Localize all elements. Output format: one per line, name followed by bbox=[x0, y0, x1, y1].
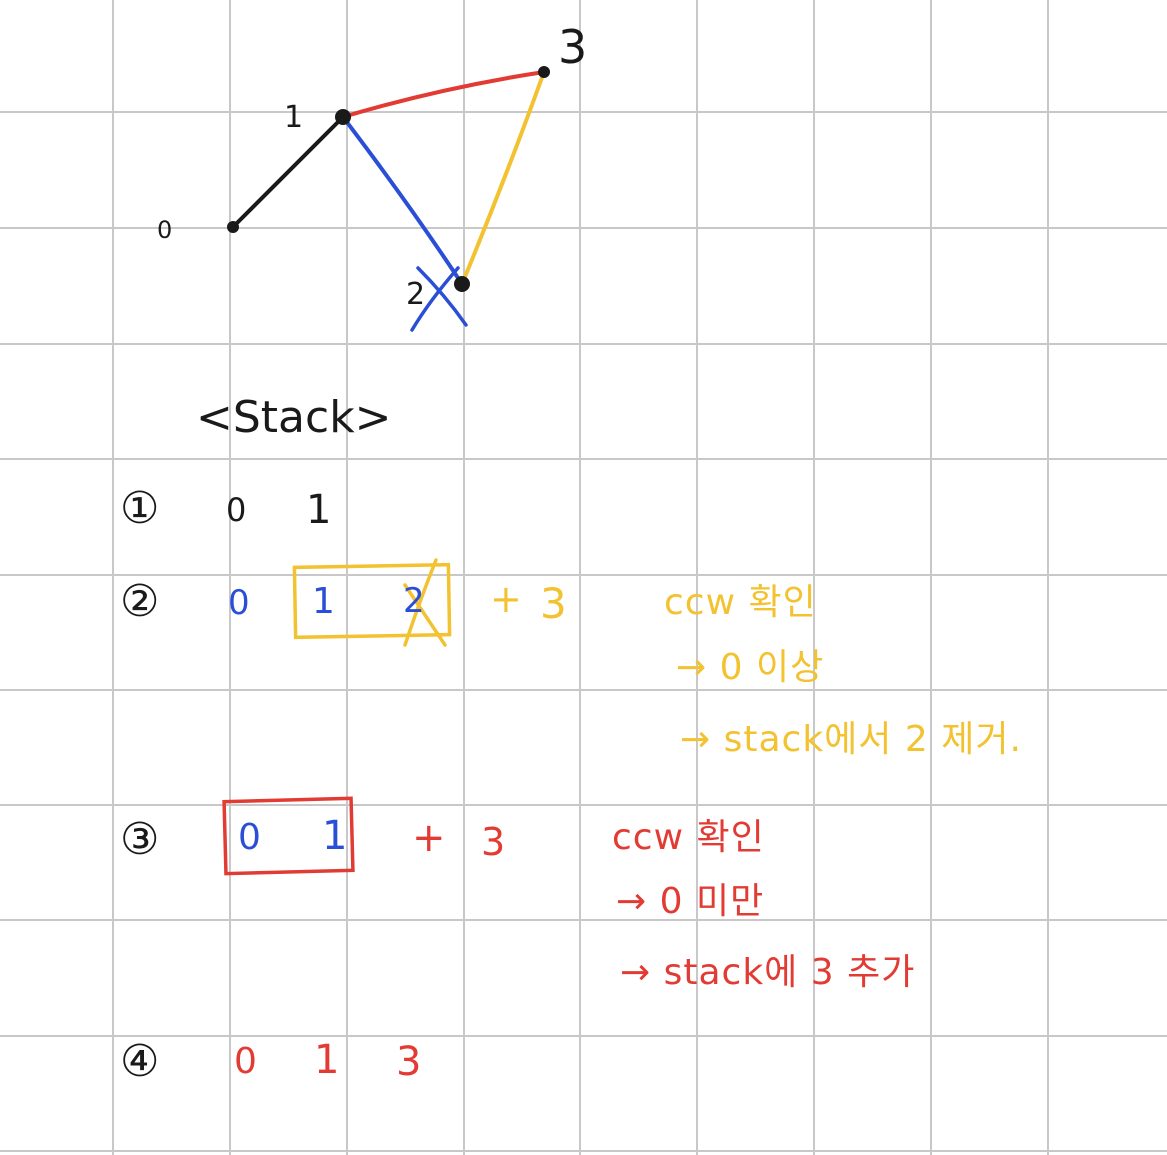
step3-item-1: 1 bbox=[322, 813, 348, 859]
step3-added: 3 bbox=[481, 820, 506, 864]
step2-note-1: → 0 이상 bbox=[676, 647, 825, 688]
step4-item-0: 0 bbox=[234, 1041, 257, 1082]
node-3 bbox=[538, 66, 550, 78]
step3-highlight-box bbox=[222, 796, 355, 876]
step3-note-0: ccw 확인 bbox=[612, 817, 765, 858]
step3-note-1: → 0 미만 bbox=[616, 881, 765, 922]
node-3-label: 3 bbox=[558, 20, 588, 74]
step2-added: 3 bbox=[540, 579, 567, 628]
cross-mark-node-2 bbox=[410, 266, 468, 332]
stack-title: <Stack> bbox=[196, 392, 392, 443]
step4-index: ④ bbox=[120, 1036, 160, 1087]
node-2-label: 2 bbox=[406, 277, 426, 312]
step2-highlight-box bbox=[292, 562, 452, 640]
step2-note-0: ccw 확인 bbox=[664, 582, 817, 623]
edge-2-3 bbox=[460, 70, 546, 286]
step2-plus: + bbox=[490, 577, 522, 621]
node-0-label: 0 bbox=[157, 216, 173, 244]
edge-0-1 bbox=[231, 115, 345, 229]
step3-item-0: 0 bbox=[238, 817, 261, 858]
edge-1-2 bbox=[341, 115, 464, 286]
step1-item-1: 1 bbox=[306, 487, 332, 533]
node-1-label: 1 bbox=[284, 100, 304, 135]
step1-item-0: 0 bbox=[226, 491, 247, 529]
step2-item-2: 2 bbox=[403, 581, 425, 621]
step4-item-2: 3 bbox=[396, 1039, 422, 1085]
node-2 bbox=[454, 276, 470, 292]
step2-item-0: 0 bbox=[228, 583, 250, 623]
step3-plus: + bbox=[412, 815, 446, 861]
step2-cross-mark bbox=[403, 558, 447, 647]
step3-index: ③ bbox=[120, 814, 160, 865]
step2-item-1: 1 bbox=[312, 581, 335, 622]
step2-note-2: → stack에서 2 제거. bbox=[680, 719, 1022, 760]
edge-1-3 bbox=[341, 70, 546, 119]
node-0 bbox=[227, 221, 239, 233]
step4-item-1: 1 bbox=[314, 1037, 340, 1083]
step2-index: ② bbox=[120, 576, 160, 627]
step1-index: ① bbox=[120, 483, 160, 534]
step3-note-2: → stack에 3 추가 bbox=[620, 952, 916, 993]
node-1 bbox=[335, 109, 351, 125]
